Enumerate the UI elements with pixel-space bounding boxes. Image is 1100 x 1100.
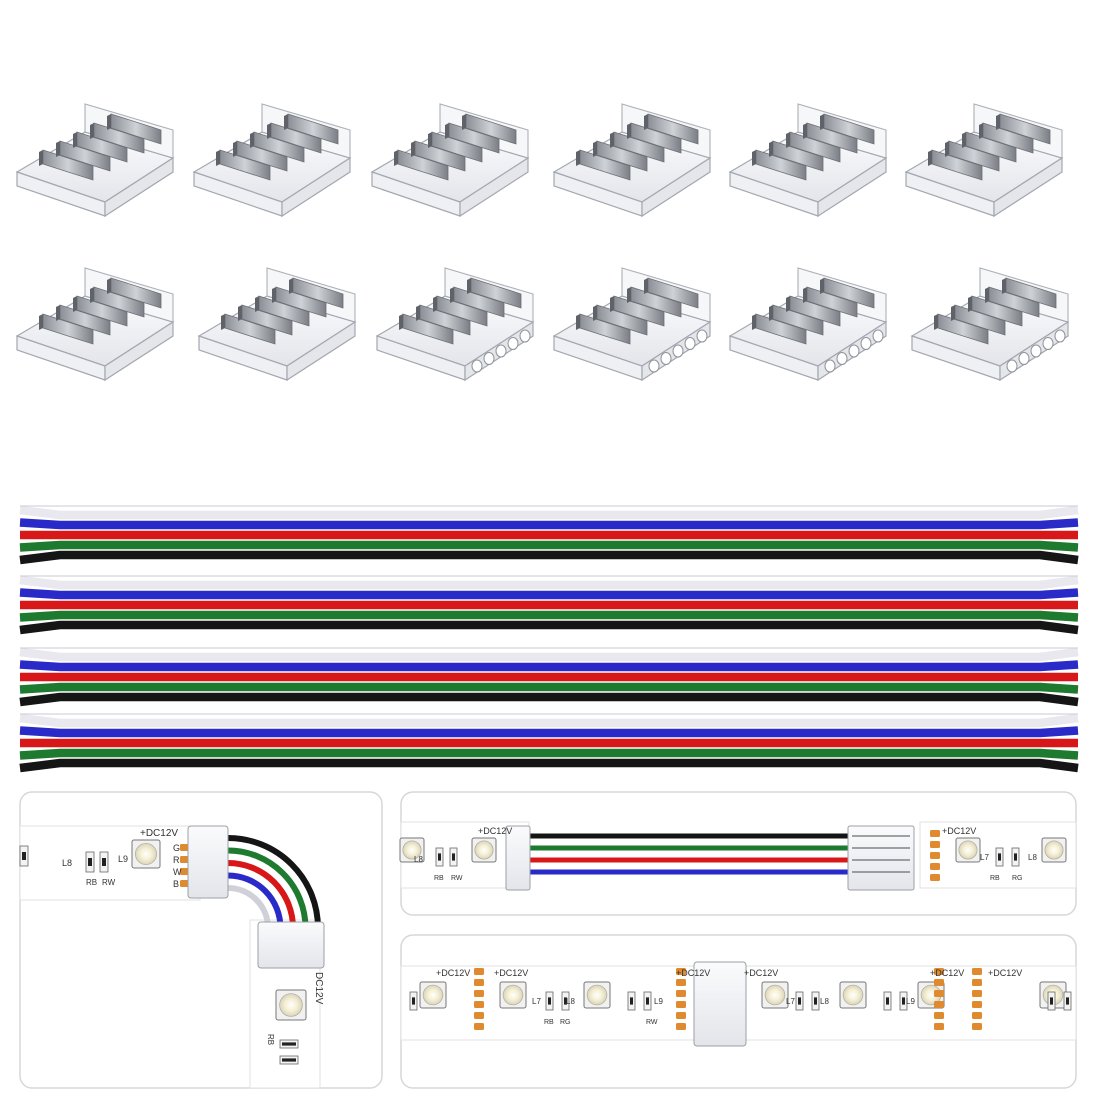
p3-res-rb: RB xyxy=(544,1019,554,1026)
corner-connector-bottom xyxy=(257,921,325,969)
jumper-connector-right xyxy=(847,825,915,891)
p3-led-l8: L8 xyxy=(566,997,575,1006)
cable-2 xyxy=(19,575,1079,635)
jumper-connector-left xyxy=(505,825,531,891)
p3-led-l9: L9 xyxy=(654,997,663,1006)
p3-led-l8b: L8 xyxy=(820,997,829,1006)
p2-led-l7: L7 xyxy=(980,853,989,862)
p3-voltage-4: +DC12V xyxy=(744,968,778,978)
panel-inline-connection: +DC12V +DC12V +DC12V +DC12V +DC12V +DC12… xyxy=(400,934,1077,1089)
led-label-l9: L9 xyxy=(118,854,128,864)
pin-label-r: R xyxy=(173,855,180,865)
p3-led-l7b: L7 xyxy=(786,997,795,1006)
pin-label-w: W xyxy=(173,867,182,877)
connector-clip xyxy=(192,103,352,218)
connector-clip xyxy=(728,103,888,218)
p3-voltage-3: +DC12V xyxy=(676,968,710,978)
connector-clip xyxy=(375,267,535,382)
p2-res-rr: RB xyxy=(990,875,1000,882)
connector-clip xyxy=(552,103,712,218)
jumper-wires xyxy=(520,833,890,875)
corner-connector-left xyxy=(187,825,229,899)
p3-led-l7: L7 xyxy=(532,997,541,1006)
led-label-l8: L8 xyxy=(62,858,72,868)
connector-grid xyxy=(15,103,1070,382)
res-label-rr: RB xyxy=(266,1034,275,1045)
pin-label-b: B xyxy=(173,879,179,889)
connector-clip xyxy=(370,103,530,218)
p2-res-rb: RB xyxy=(434,875,444,882)
p3-voltage-1: +DC12V xyxy=(436,968,470,978)
connector-clip xyxy=(904,103,1064,218)
p2-led-l8: L8 xyxy=(414,855,423,864)
panel-corner-connection: +DC12V G R W B L8 L9 RB RW DC12V RB xyxy=(19,791,383,1089)
p3-voltage-6: +DC12V xyxy=(988,968,1022,978)
p2-voltage-right: +DC12V xyxy=(942,826,976,836)
p2-res-rg: RG xyxy=(1012,875,1023,882)
connector-clip xyxy=(552,267,712,382)
inline-connector xyxy=(693,961,747,1047)
p2-led-l8-right: L8 xyxy=(1028,853,1037,862)
p3-res-rw: RW xyxy=(646,1019,658,1026)
pin-label-g: G xyxy=(173,843,180,853)
connector-clip xyxy=(910,267,1070,382)
cable-3 xyxy=(19,647,1079,707)
cable-1 xyxy=(19,505,1079,565)
voltage-label-vertical: DC12V xyxy=(313,972,324,1005)
p3-voltage-5: +DC12V xyxy=(930,968,964,978)
connector-clip xyxy=(15,267,175,382)
extension-cables xyxy=(19,505,1079,773)
connector-clip xyxy=(15,103,175,218)
res-label-rb: RB xyxy=(86,878,97,887)
p3-voltage-2: +DC12V xyxy=(494,968,528,978)
connector-clip xyxy=(197,267,357,382)
cable-4 xyxy=(19,713,1079,773)
voltage-label: +DC12V xyxy=(140,828,178,839)
res-label-rw: RW xyxy=(102,878,116,887)
panel-jumper-connection: +DC12V +DC12V L8 L7 L8 RB RW RB RG xyxy=(399,791,1077,916)
p2-voltage-left: +DC12V xyxy=(478,826,512,836)
p2-res-rw: RW xyxy=(451,875,463,882)
p3-res-rg: RG xyxy=(560,1019,571,1026)
connector-clip xyxy=(728,267,888,382)
p3-led-l9b: L9 xyxy=(906,997,915,1006)
